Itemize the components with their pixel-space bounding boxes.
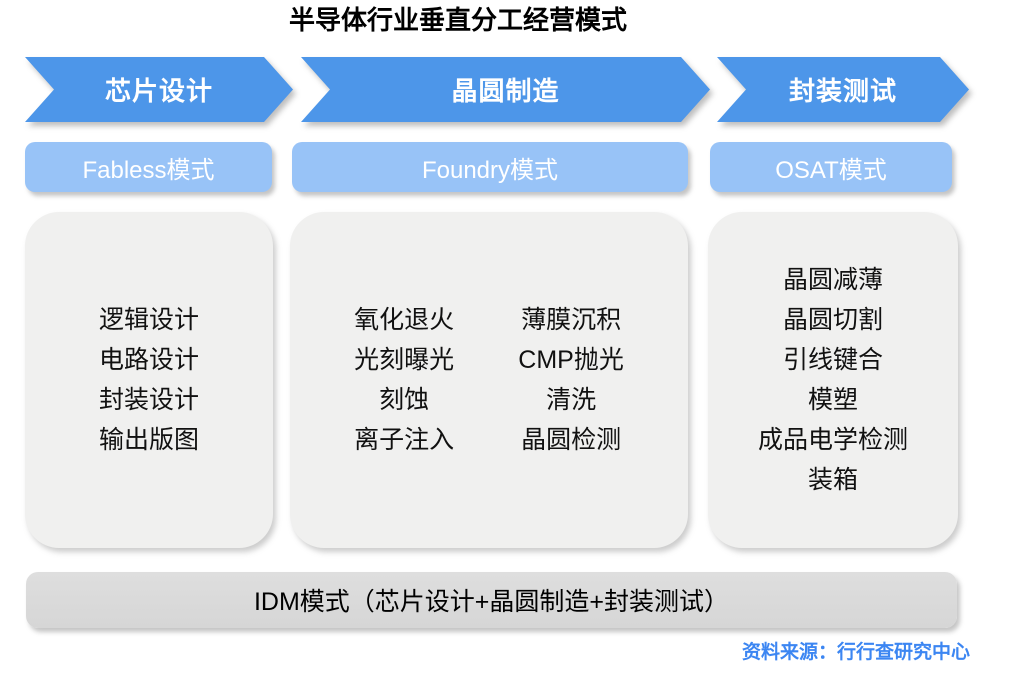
page-title: 半导体行业垂直分工经营模式 <box>288 5 628 35</box>
process-list: 晶圆减薄 晶圆切割 引线键合 模塑 成品电学检测 装箱 <box>758 260 908 500</box>
process-item: 刻蚀 <box>379 386 430 414</box>
process-item: 晶圆减薄 <box>782 266 883 294</box>
stage-arrow-chip-design: 芯片设计 <box>25 57 293 122</box>
process-item: 输出版图 <box>98 426 199 454</box>
process-item: 模塑 <box>807 386 858 414</box>
process-list-right: 薄膜沉积 CMP抛光 清洗 晶圆检测 <box>518 300 624 460</box>
process-item: 逻辑设计 <box>98 306 199 334</box>
process-item: 清洗 <box>546 386 597 414</box>
process-item: 装箱 <box>807 466 858 494</box>
stage-label-chip-design: 芯片设计 <box>104 76 213 106</box>
process-item: 晶圆检测 <box>521 426 622 454</box>
process-item: 引线键合 <box>782 346 883 374</box>
mode-box-osat: OSAT模式 <box>710 142 952 192</box>
stage-label-wafer-fab: 晶圆制造 <box>451 76 560 106</box>
stage-arrow-wafer-fab: 晶圆制造 <box>301 57 710 122</box>
process-panel-wafer-fab: 氧化退火 光刻曝光 刻蚀 离子注入 薄膜沉积 CMP抛光 清洗 晶圆检测 <box>290 212 688 548</box>
stage-label-package-test: 封装测试 <box>788 76 897 106</box>
process-list-left: 氧化退火 光刻曝光 刻蚀 离子注入 <box>354 300 454 460</box>
process-item: 成品电学检测 <box>757 426 908 454</box>
chevron-shape: 晶圆制造 <box>301 57 710 122</box>
process-columns: 氧化退火 光刻曝光 刻蚀 离子注入 薄膜沉积 CMP抛光 清洗 晶圆检测 <box>290 300 688 460</box>
process-item: 电路设计 <box>98 346 199 374</box>
mode-box-foundry: Foundry模式 <box>292 142 688 192</box>
process-panel-chip-design: 逻辑设计 电路设计 封装设计 输出版图 <box>25 212 273 548</box>
chevron-shape: 封装测试 <box>717 57 969 122</box>
process-panel-package-test: 晶圆减薄 晶圆切割 引线键合 模塑 成品电学检测 装箱 <box>708 212 958 548</box>
mode-box-fabless: Fabless模式 <box>25 142 272 192</box>
process-item: 氧化退火 <box>354 306 455 334</box>
process-list: 逻辑设计 电路设计 封装设计 输出版图 <box>99 300 199 460</box>
process-item: 晶圆切割 <box>782 306 883 334</box>
process-item: 离子注入 <box>354 426 455 454</box>
process-item: 薄膜沉积 <box>521 306 622 334</box>
stage-arrow-package-test: 封装测试 <box>717 57 969 122</box>
data-source-label: 资料来源：行行查研究中心 <box>741 642 970 663</box>
process-item: 封装设计 <box>98 386 199 414</box>
chevron-shape: 芯片设计 <box>25 57 293 122</box>
process-item: CMP抛光 <box>518 346 624 374</box>
process-item: 光刻曝光 <box>354 346 455 374</box>
idm-mode-bar: IDM模式（芯片设计+晶圆制造+封装测试） <box>26 572 957 628</box>
